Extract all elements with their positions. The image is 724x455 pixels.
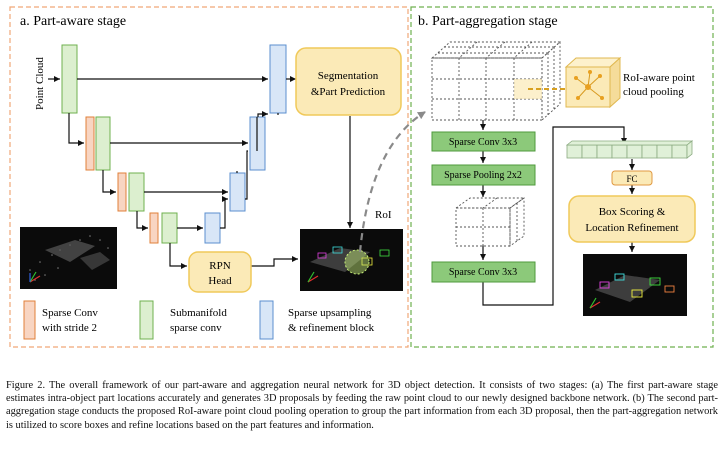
sparse-conv-2-label: Sparse Conv 3x3 bbox=[449, 267, 517, 278]
figure-caption: Figure 2. The overall framework of our p… bbox=[6, 380, 718, 431]
submanifold-block-2 bbox=[95, 116, 111, 171]
input-point-cloud-image bbox=[20, 227, 117, 289]
fc-label: FC bbox=[626, 174, 637, 184]
legend-upsampling-label-1: Sparse upsampling bbox=[288, 307, 372, 319]
sparse-conv-block-3 bbox=[149, 212, 159, 244]
box-scoring-label-2: Location Refinement bbox=[585, 222, 678, 234]
legend-sparse-conv-label-2: with stride 2 bbox=[42, 322, 97, 334]
legend-upsampling-label-2: & refinement block bbox=[288, 322, 375, 334]
sparse-conv-2-box bbox=[431, 261, 536, 283]
legend-submanifold-label-2: sparse conv bbox=[170, 322, 222, 334]
roi-label: RoI bbox=[375, 209, 392, 221]
pooled-small-cube bbox=[454, 197, 526, 247]
stage-a-title: a. Part-aware stage bbox=[20, 14, 126, 29]
legend-upsampling-swatch bbox=[259, 300, 274, 340]
roi-to-pooling-arrow bbox=[358, 111, 426, 253]
feature-vector bbox=[565, 140, 694, 159]
segmentation-box bbox=[295, 47, 402, 116]
roi-pooling-label-2: cloud pooling bbox=[623, 86, 684, 98]
rpn-label-2: Head bbox=[208, 275, 232, 287]
submanifold-block-3 bbox=[128, 172, 145, 212]
box-scoring-box bbox=[568, 195, 696, 243]
roi-point-cloud-image bbox=[300, 229, 403, 291]
input-label: Point Cloud bbox=[34, 57, 46, 110]
output-point-cloud-image bbox=[583, 254, 687, 316]
submanifold-block-4 bbox=[161, 212, 178, 244]
stage-b-title: b. Part-aggregation stage bbox=[418, 14, 558, 29]
segmentation-label-1: Segmentation bbox=[318, 70, 379, 82]
legend-submanifold-label-1: Submanifold bbox=[170, 307, 227, 319]
legend-sparse-conv-label-1: Sparse Conv bbox=[42, 307, 98, 319]
upsampling-block-2 bbox=[229, 172, 246, 212]
upsampling-block-1 bbox=[204, 212, 221, 244]
sparse-conv-1-label: Sparse Conv 3x3 bbox=[449, 137, 517, 148]
sparse-pooling-box bbox=[431, 164, 536, 186]
box-scoring-label-1: Box Scoring & bbox=[599, 206, 666, 218]
rpn-head-box bbox=[188, 251, 252, 293]
submanifold-block-1 bbox=[61, 44, 78, 114]
rpn-label-1: RPN bbox=[209, 260, 230, 272]
legend-sparse-conv-swatch bbox=[23, 300, 36, 340]
segmentation-label-2: &Part Prediction bbox=[311, 86, 386, 98]
legend-submanifold-swatch bbox=[139, 300, 154, 340]
sparse-conv-1-box bbox=[431, 131, 536, 152]
part-aware-stage-border bbox=[9, 6, 409, 348]
roi-pooling-label-1: RoI-aware point bbox=[623, 72, 695, 84]
sparse-conv-block-1 bbox=[85, 116, 95, 171]
part-aggregation-stage-border bbox=[410, 6, 714, 348]
upsampling-block-4 bbox=[269, 44, 287, 114]
sparse-conv-block-2 bbox=[117, 172, 127, 212]
fc-box bbox=[611, 170, 653, 186]
sparse-pooling-label: Sparse Pooling 2x2 bbox=[444, 170, 522, 181]
roi-pooling-cube bbox=[564, 56, 622, 109]
roi-highlight-circle bbox=[344, 249, 370, 275]
